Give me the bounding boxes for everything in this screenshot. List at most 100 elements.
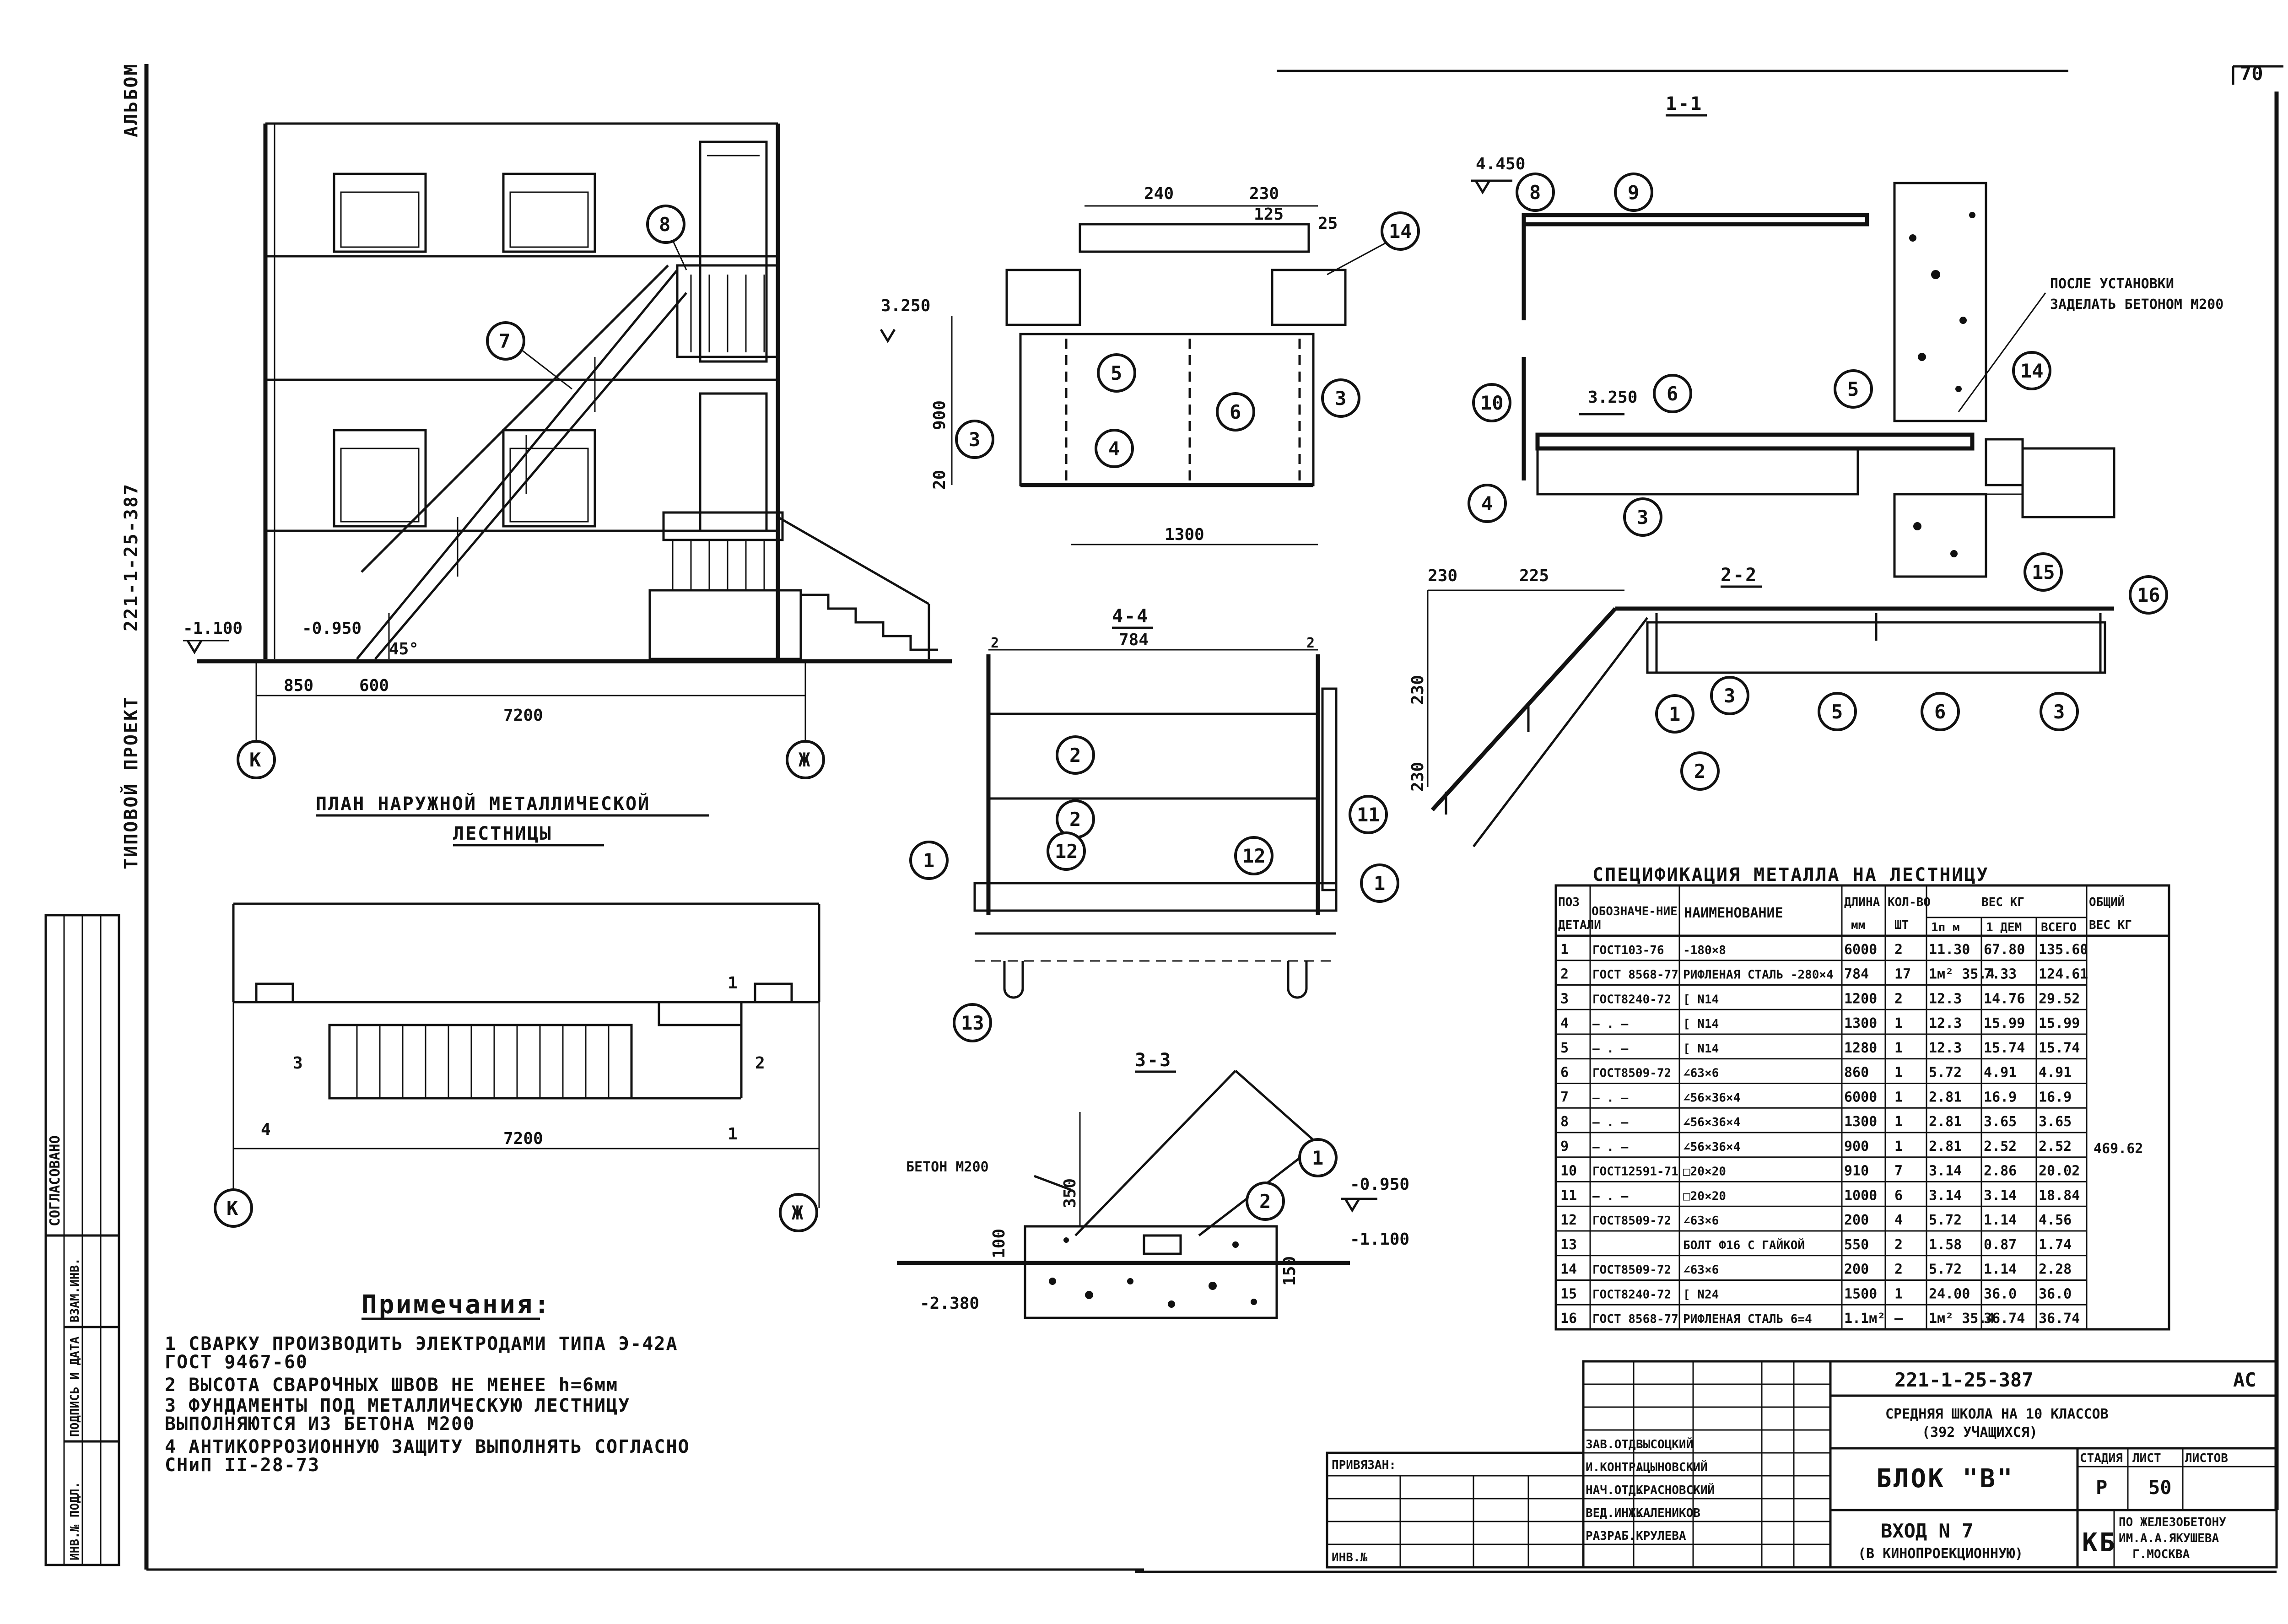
tb-mark: АС: [2233, 1369, 2256, 1391]
spec-cell: 7.33: [1984, 966, 2017, 982]
tb-school-2: (392 УЧАЩИХСЯ): [1922, 1424, 2038, 1441]
spec-cell: 12: [1560, 1212, 1577, 1228]
section-1-callout-8: 8: [1529, 181, 1541, 204]
spec-cell: ГОСТ8240-72: [1592, 1288, 1671, 1301]
section-2-callout-5: 5: [1831, 701, 1843, 723]
section-4-callout-2a: 2: [1069, 744, 1081, 766]
detail-callout-14: 14: [1389, 220, 1412, 243]
spec-cell: 5.72: [1929, 1212, 1962, 1228]
section-4-title: 4-4: [1112, 606, 1149, 627]
section-1-1: 1-1 4.450 ПОСЛЕ УСТАНОВКИ ЗАДЕЛАТЬ БЕТОН…: [1468, 93, 2223, 592]
tb-code: 221-1-25-387: [1894, 1369, 2033, 1391]
spec-cell: 3.65: [2039, 1114, 2072, 1130]
spec-h-weight: ВЕС КГ: [1981, 896, 2024, 909]
section-2-title: 2-2: [1721, 565, 1758, 586]
note-line-6: 4 АНТИКОРРОЗИОННУЮ ЗАЩИТУ ВЫПОЛНЯТЬ СОГЛ…: [165, 1436, 690, 1457]
section-1-callout-15: 15: [2032, 561, 2055, 583]
spec-cell: 6000: [1844, 1089, 1877, 1105]
spec-cell: ∠63×6: [1683, 1263, 1719, 1277]
section-2-callout-3b: 3: [2053, 701, 2065, 723]
spec-cell: — . —: [1592, 1091, 1629, 1105]
section-4-callout-1a: 1: [923, 849, 934, 872]
spec-cell: 1: [1894, 1040, 1903, 1056]
section-1-title: 1-1: [1666, 93, 1703, 114]
spec-cell: 14: [1560, 1262, 1577, 1278]
section-4-callout-12b: 12: [1242, 845, 1266, 867]
spec-cell: 1.74: [2039, 1237, 2072, 1253]
sheet-number: 70: [2240, 62, 2263, 85]
spec-cell: 2.81: [1929, 1138, 1962, 1155]
tb-stage-h: СТАДИЯ: [2080, 1451, 2123, 1465]
spec-cell: 860: [1844, 1065, 1869, 1081]
spec-cell: 17: [1894, 966, 1911, 982]
spec-cell: 10: [1560, 1163, 1577, 1179]
section-4-callout-2b: 2: [1069, 808, 1081, 831]
spec-cell: 135.60: [2039, 942, 2088, 958]
section-1-callout-10: 10: [1480, 392, 1504, 414]
facade-axis-zh: Ж: [799, 749, 810, 771]
spec-cell: 1500: [1844, 1286, 1877, 1302]
spec-h-designation: ОБОЗНАЧЕ-НИЕ: [1592, 905, 1678, 918]
section-3-elev-b: -1.100: [1350, 1230, 1409, 1249]
detail-callout-3a: 3: [969, 428, 980, 451]
spec-cell: ∠56×36×4: [1683, 1116, 1740, 1129]
detail-callout-3b: 3: [1335, 387, 1346, 410]
tb-roles: ЗАВ.ОТД.ВЫСОЦКИЙИ.КОНТР.АЦЫНОВСКИЙНАЧ.ОТ…: [1586, 1437, 1715, 1543]
section-2-callout-3a: 3: [1724, 685, 1735, 707]
notes-title: Примечания:: [362, 1290, 551, 1320]
section-1-callout-9: 9: [1628, 181, 1639, 204]
tb-school-1: СРЕДНЯЯ ШКОЛА НА 10 КЛАССОВ: [1885, 1406, 2109, 1422]
tb-role: ВЕД.ИНЖ.: [1586, 1506, 1643, 1520]
spec-cell: 36.74: [1984, 1311, 2025, 1327]
tb-role-name: АЦЫНОВСКИЙ: [1636, 1460, 1708, 1474]
spec-cell: 4: [1894, 1212, 1903, 1228]
tb-org-mark: КБ: [2082, 1528, 2116, 1558]
spec-cell: 7: [1560, 1089, 1569, 1105]
spec-cell: 2.52: [2039, 1138, 2072, 1155]
spec-cell: 15: [1560, 1286, 1577, 1302]
tb-org-2: ИМ.А.А.ЯКУШЕВА: [2119, 1532, 2219, 1545]
sheet-frame: 70: [144, 62, 2283, 1573]
spec-title: СПЕЦИФИКАЦИЯ МЕТАЛЛА НА ЛЕСТНИЦУ: [1592, 864, 1989, 885]
detail-dim-20: 20: [930, 470, 949, 490]
spec-cell: — . —: [1592, 1042, 1629, 1056]
album-label: АЛЬБОМ: [121, 63, 142, 138]
spec-cell: 2.28: [2039, 1262, 2072, 1278]
spec-h-w3: ВСЕГО: [2041, 921, 2077, 934]
spec-cell: — . —: [1592, 1116, 1629, 1129]
stamp-label-2: ПОДПИСЬ И ДАТА: [68, 1337, 82, 1437]
spec-cell: 3.14: [1929, 1163, 1962, 1179]
section-1-elev-mid: 3.250: [1588, 388, 1637, 407]
spec-cell: 8: [1560, 1114, 1569, 1130]
spec-cell: 15.74: [2039, 1040, 2080, 1056]
section-1-note-1: ПОСЛЕ УСТАНОВКИ: [2050, 276, 2174, 292]
facade-dim-total: 7200: [503, 706, 543, 725]
spec-cell: 16.9: [2039, 1089, 2072, 1105]
spec-cell: □20×20: [1683, 1189, 1726, 1203]
spec-cell: 2.52: [1984, 1138, 2017, 1155]
spec-cell: 2: [1894, 1237, 1903, 1253]
detail-dim-25: 25: [1318, 214, 1338, 233]
section-2-dim-d: 230: [1408, 762, 1427, 792]
detail-callout-4: 4: [1108, 437, 1120, 460]
section-1-note-2: ЗАДЕЛАТЬ БЕТОНОМ М200: [2050, 297, 2223, 313]
spec-h-total-unit: ВЕС КГ: [2089, 918, 2132, 932]
code-vertical: 221-1-25-387: [121, 483, 142, 631]
landing-detail: 240 230 125 25 900 20 1300 3.250 14 5 6 …: [880, 184, 1420, 545]
spec-cell: 18.84: [2039, 1187, 2080, 1203]
note-line-3: 2 ВЫСОТА СВАРОЧНЫХ ШВОВ НЕ МЕНЕЕ h=6мм: [165, 1375, 618, 1396]
spec-cell: 20.02: [2039, 1163, 2080, 1179]
tb-role: НАЧ.ОТД.: [1586, 1484, 1643, 1497]
spec-cell: 6000: [1844, 942, 1877, 958]
spec-cell: 2.86: [1984, 1163, 2017, 1179]
detail-dim-1300: 1300: [1165, 525, 1204, 544]
agreed-label: СОГЛАСОВАНО: [47, 1135, 63, 1226]
spec-cell: 7: [1894, 1163, 1903, 1179]
plan-mark-3: 3: [293, 1054, 303, 1073]
note-line-5: ВЫПОЛНЯЮТСЯ ИЗ БЕТОНА М200: [165, 1414, 475, 1435]
spec-cell: 29.52: [2039, 991, 2080, 1007]
section-4-callout-1b: 1: [1374, 872, 1385, 895]
spec-cell: 1.58: [1929, 1237, 1962, 1253]
